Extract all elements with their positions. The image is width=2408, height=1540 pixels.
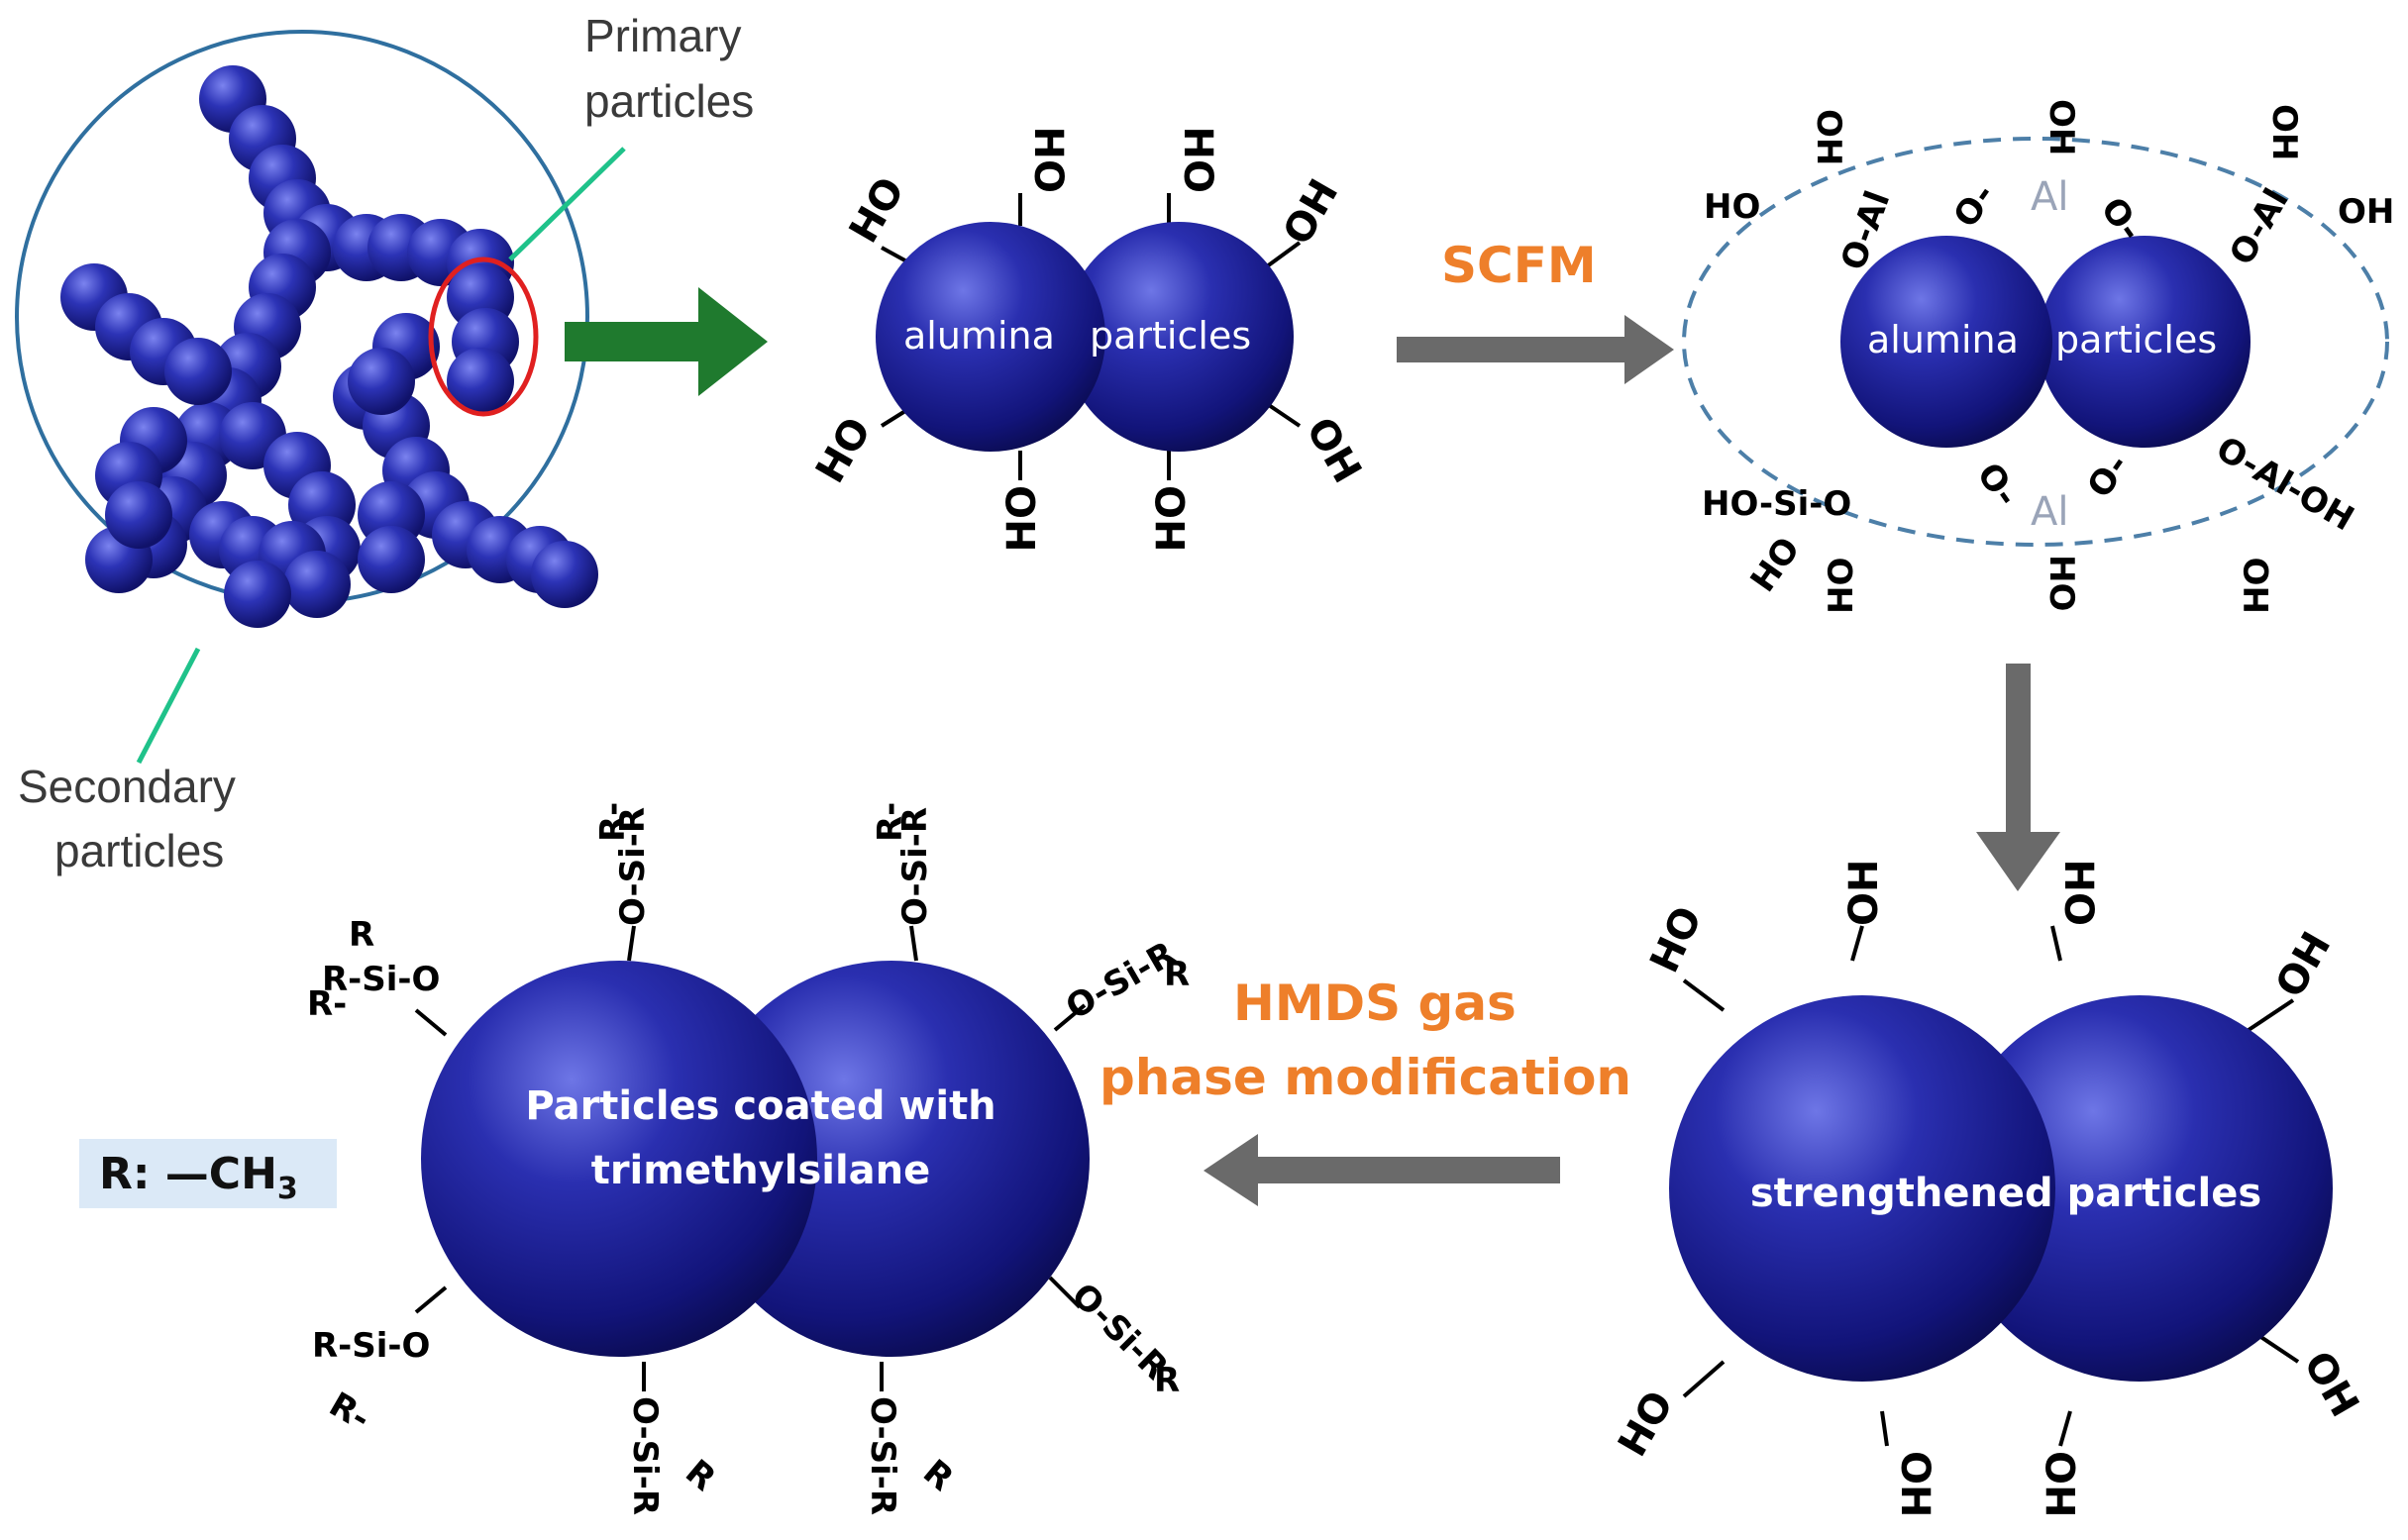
alumina-particles-label: particles bbox=[1090, 314, 1251, 358]
scfm-arrow bbox=[1397, 315, 1674, 384]
ho-si-o-group: HO-Si-O bbox=[1702, 484, 1851, 524]
r-group: R- bbox=[323, 1385, 377, 1439]
oh-group: HO bbox=[2040, 1451, 2085, 1517]
strengthened-sphere-right bbox=[1946, 995, 2333, 1382]
alumina-particles-label: particles bbox=[2055, 318, 2217, 361]
strengthened-label: strengthened particles bbox=[1750, 1171, 2261, 1216]
oxygen-bridge: O- bbox=[2080, 447, 2138, 505]
primary-particle-highlight-ring bbox=[428, 257, 539, 417]
primary-callout-line2: particles bbox=[584, 75, 754, 127]
oh-group: OH bbox=[1841, 860, 1887, 926]
o-si-r-group: O-Si-R bbox=[613, 807, 653, 926]
oh-group: HO bbox=[2055, 860, 2101, 926]
al-atom-bottom: Al bbox=[2031, 489, 2068, 535]
oh-group: OH bbox=[2294, 1344, 2367, 1424]
coated-label-line1: Particles coated with bbox=[525, 1083, 995, 1129]
alumina-label: alumina bbox=[903, 314, 1055, 358]
oxygen-bridge: O- bbox=[1969, 456, 2027, 514]
secondary-callout-line2: particles bbox=[54, 825, 224, 876]
oh-group: HO bbox=[1149, 485, 1195, 552]
hmds-arrow bbox=[1204, 1134, 1560, 1206]
oh-group: HO bbox=[1743, 530, 1809, 599]
o-si-r-group: O-Si-R bbox=[863, 1396, 902, 1515]
legend-r-definition: R: —CH bbox=[99, 1149, 277, 1199]
treated-sphere-right bbox=[2039, 236, 2251, 448]
r-group: R bbox=[1164, 955, 1190, 994]
oh-group: OH bbox=[2267, 925, 2341, 1005]
oh-group: OH bbox=[2264, 104, 2304, 160]
r-group: R bbox=[349, 915, 374, 955]
strengthened-particle-pair: strengthened particles HO OH HO OH HO OH… bbox=[1610, 860, 2367, 1518]
oh-group: OH bbox=[2042, 99, 2081, 155]
oh-group: HO bbox=[2238, 558, 2277, 614]
legend-box bbox=[79, 1139, 337, 1208]
green-arrow bbox=[565, 287, 768, 396]
o-si-r-group: O-Si-R bbox=[895, 807, 935, 926]
al-atom-top: Al bbox=[2031, 174, 2068, 220]
scfm-treated-particle-pair: alumina particles Al Al O- O- O- O- OH H… bbox=[1682, 99, 2394, 614]
treated-sphere-left bbox=[1840, 236, 2052, 448]
down-arrow bbox=[1976, 664, 2060, 891]
alumina-label: alumina bbox=[1867, 318, 2019, 361]
alumina-sphere-left bbox=[876, 222, 1105, 452]
oh-group: HO bbox=[1175, 127, 1220, 193]
oh-group: HO bbox=[1610, 1384, 1683, 1464]
primary-leader-line bbox=[508, 147, 626, 261]
scfm-step-label: SCFM bbox=[1441, 237, 1597, 294]
primary-particle-ball bbox=[164, 338, 232, 405]
r-group: R bbox=[915, 1452, 961, 1498]
o-al-oh-group: O-Al-OH bbox=[2210, 429, 2361, 539]
coated-sphere-right bbox=[693, 961, 1090, 1357]
oh-group: HO bbox=[1641, 900, 1711, 980]
oh-group: HO bbox=[1704, 187, 1760, 227]
primary-particle-ball bbox=[283, 551, 351, 618]
alumina-particle-pair: alumina particles HO HO HO OH HO HO HO O… bbox=[807, 127, 1370, 553]
oh-group: HO bbox=[1822, 558, 1861, 614]
oh-group: OH bbox=[1892, 1451, 1937, 1517]
r-group: R- bbox=[593, 802, 633, 842]
legend-text: R: —CH3 bbox=[99, 1149, 298, 1206]
hmds-step-label-line1: HMDS gas bbox=[1233, 975, 1517, 1032]
r-group: R bbox=[1154, 1361, 1180, 1400]
oh-group: HO bbox=[999, 485, 1045, 552]
r-group-legend: R: —CH3 bbox=[79, 1139, 337, 1208]
oxygen-bridge: O- bbox=[1946, 176, 2004, 235]
primary-particle-ball bbox=[348, 348, 415, 415]
primary-callout-line1: Primary bbox=[584, 10, 741, 61]
alumina-coating-shell bbox=[1682, 137, 2389, 547]
r-si-o-group: R-Si-O bbox=[322, 960, 440, 999]
secondary-callout-line1: Secondary bbox=[18, 761, 236, 812]
oh-group: HO bbox=[1025, 127, 1071, 193]
coated-label-line2: trimethylsilane bbox=[591, 1148, 931, 1193]
coated-sphere-left bbox=[421, 961, 817, 1357]
oh-group: OH bbox=[1297, 410, 1370, 490]
o-si-r-group: O-Si-R bbox=[625, 1396, 665, 1515]
oh-group: OH bbox=[1809, 109, 1848, 165]
oh-group: OH bbox=[1275, 172, 1348, 253]
oh-group: HO bbox=[807, 410, 881, 490]
r-group: R- bbox=[307, 984, 347, 1024]
r-si-o-group: R-Si-O bbox=[312, 1326, 430, 1366]
coated-particle-pair: Particles coated with trimethylsilane R-… bbox=[307, 802, 1190, 1515]
strengthened-sphere-left bbox=[1669, 995, 2055, 1382]
r-group: R- bbox=[871, 802, 910, 842]
primary-particle-ball bbox=[224, 561, 291, 628]
oh-group: HO bbox=[2042, 555, 2081, 611]
primary-particle-ball bbox=[358, 526, 425, 593]
alumina-sphere-right bbox=[1064, 222, 1294, 452]
secondary-particle-cluster bbox=[15, 30, 598, 628]
r-group: R bbox=[678, 1452, 723, 1498]
legend-subscript: 3 bbox=[277, 1172, 298, 1206]
hmds-step-label-line2: phase modification bbox=[1099, 1049, 1631, 1106]
primary-particle-ball bbox=[105, 481, 172, 549]
primary-particle-ball bbox=[531, 541, 598, 608]
secondary-leader-line bbox=[136, 647, 201, 765]
primary-particle-ball bbox=[447, 348, 514, 415]
primary-particle-chain bbox=[60, 65, 598, 628]
oh-group: HO bbox=[841, 170, 914, 251]
o-al-group: O-Al bbox=[2222, 182, 2296, 272]
oh-group: OH bbox=[2338, 192, 2394, 232]
